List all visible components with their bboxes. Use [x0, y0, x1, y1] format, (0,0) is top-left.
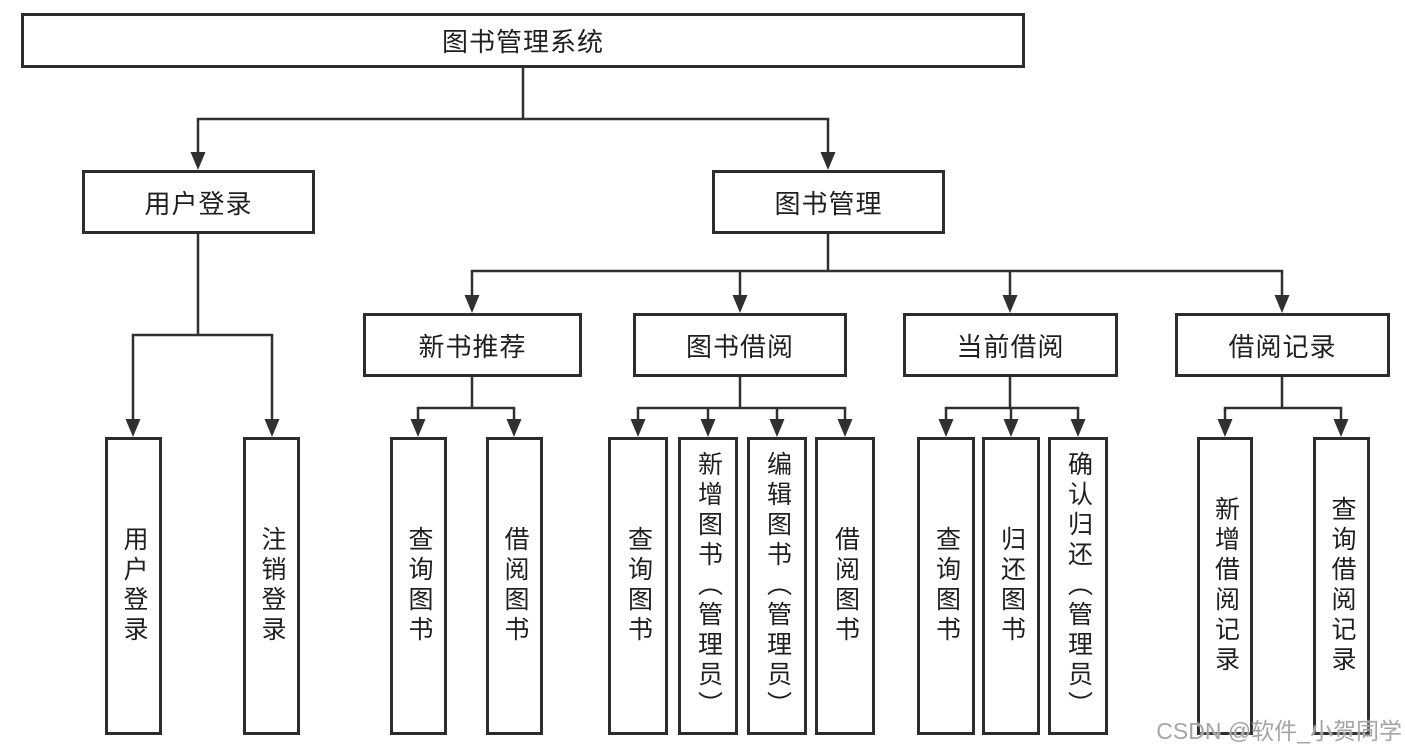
node-label: 新增借阅记录	[1211, 496, 1240, 676]
arrowhead	[410, 419, 426, 437]
node-current-borrowing: 当前借阅	[903, 313, 1118, 377]
node-label: 查询图书	[624, 526, 653, 646]
arrowhead	[1003, 419, 1019, 437]
node-label: 图书管理系统	[441, 27, 604, 57]
node-label: 用户登录	[120, 526, 148, 646]
node-user-login: 用户登录	[82, 170, 315, 234]
arrowhead	[630, 419, 646, 437]
node-label: 确认归还（管理员）	[1064, 451, 1093, 721]
arrowhead	[264, 419, 280, 437]
leaf-query-borrow-record: 查询借阅记录	[1313, 437, 1370, 735]
arrowhead	[732, 295, 748, 313]
arrowhead	[1274, 295, 1290, 313]
leaf-add-books-admin: 新增图书（管理员）	[678, 437, 738, 735]
node-label: 借阅记录	[1228, 331, 1337, 362]
node-label: 图书借阅	[685, 331, 794, 362]
leaf-query-books-current: 查询图书	[917, 437, 975, 735]
node-label: 当前借阅	[956, 331, 1065, 362]
leaf-user-login: 用户登录	[105, 437, 162, 735]
node-label: 借阅图书	[831, 526, 860, 646]
node-label: 查询图书	[932, 526, 961, 646]
arrowhead	[837, 419, 853, 437]
node-label: 查询借阅记录	[1328, 496, 1356, 676]
arrowhead	[125, 419, 141, 437]
node-book-borrowing: 图书借阅	[633, 313, 847, 377]
node-new-book-recommendation: 新书推荐	[363, 313, 582, 377]
node-label: 用户登录	[144, 188, 253, 219]
arrowhead	[700, 419, 716, 437]
leaf-confirm-return-admin: 确认归还（管理员）	[1048, 437, 1108, 735]
leaf-query-books-recommend: 查询图书	[390, 437, 447, 735]
arrowhead	[938, 419, 954, 437]
node-library-management-system: 图书管理系统	[21, 13, 1025, 68]
node-label: 注销登录	[258, 526, 286, 646]
arrowhead	[190, 152, 206, 170]
node-label: 图书管理	[774, 188, 883, 219]
leaf-edit-books-admin: 编辑图书（管理员）	[747, 437, 807, 735]
arrowhead	[506, 419, 522, 437]
leaf-borrow-books: 借阅图书	[815, 437, 875, 735]
node-label: 借阅图书	[501, 526, 529, 646]
node-borrowing-records: 借阅记录	[1175, 313, 1390, 377]
node-label: 编辑图书（管理员）	[763, 451, 792, 721]
csdn-watermark: CSDN @软件_小贺同学	[1156, 718, 1402, 744]
arrowhead	[820, 152, 836, 170]
arrowhead	[464, 295, 480, 313]
arrowhead	[1217, 419, 1233, 437]
arrowhead	[1070, 419, 1086, 437]
node-label: 新增图书（管理员）	[694, 451, 723, 721]
node-label: 查询图书	[405, 526, 433, 646]
node-book-management: 图书管理	[712, 170, 945, 234]
arrowhead	[1002, 295, 1018, 313]
arrowhead	[769, 419, 785, 437]
leaf-query-books-borrowing: 查询图书	[608, 437, 668, 735]
arrowhead	[1333, 419, 1349, 437]
leaf-borrow-books-recommend: 借阅图书	[486, 437, 543, 735]
node-label: 新书推荐	[418, 331, 527, 362]
node-label: 归还图书	[997, 526, 1026, 646]
leaf-return-books: 归还图书	[982, 437, 1040, 735]
leaf-add-borrow-record: 新增借阅记录	[1197, 437, 1253, 735]
leaf-logout: 注销登录	[243, 437, 300, 735]
